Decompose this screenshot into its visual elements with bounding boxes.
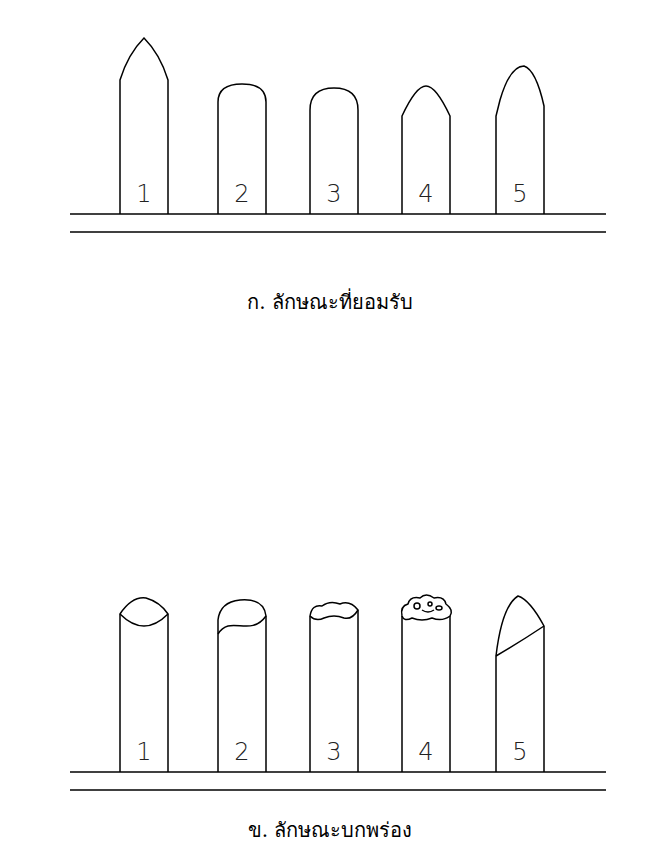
callout-number: 2 [218, 740, 266, 764]
terminal-post: 3 [310, 600, 358, 772]
callout-number: 5 [496, 740, 544, 764]
callout-number: 1 [120, 740, 168, 764]
terminal-post: 5 [496, 596, 544, 772]
caption-label: ก. ลักษณะที่ยอมรับ [247, 286, 413, 318]
terminal-post: 2 [218, 598, 266, 772]
terminal-post: 4 [402, 86, 450, 214]
callout-number: 1 [120, 182, 168, 206]
callout-number: 4 [402, 740, 450, 764]
callout-number: 5 [496, 182, 544, 206]
callout-number: 2 [218, 182, 266, 206]
callout-number: 4 [402, 182, 450, 206]
terminal-post: 2 [218, 84, 266, 214]
terminal-post: 3 [310, 88, 358, 214]
terminal-post: 4 [402, 596, 450, 772]
terminal-post: 1 [120, 38, 168, 214]
caption-label: ข. ลักษณะบกพร่อง [248, 814, 413, 846]
terminal-post: 5 [496, 66, 544, 214]
callout-number: 3 [310, 740, 358, 764]
terminal-post: 1 [120, 596, 168, 772]
callout-number: 3 [310, 182, 358, 206]
